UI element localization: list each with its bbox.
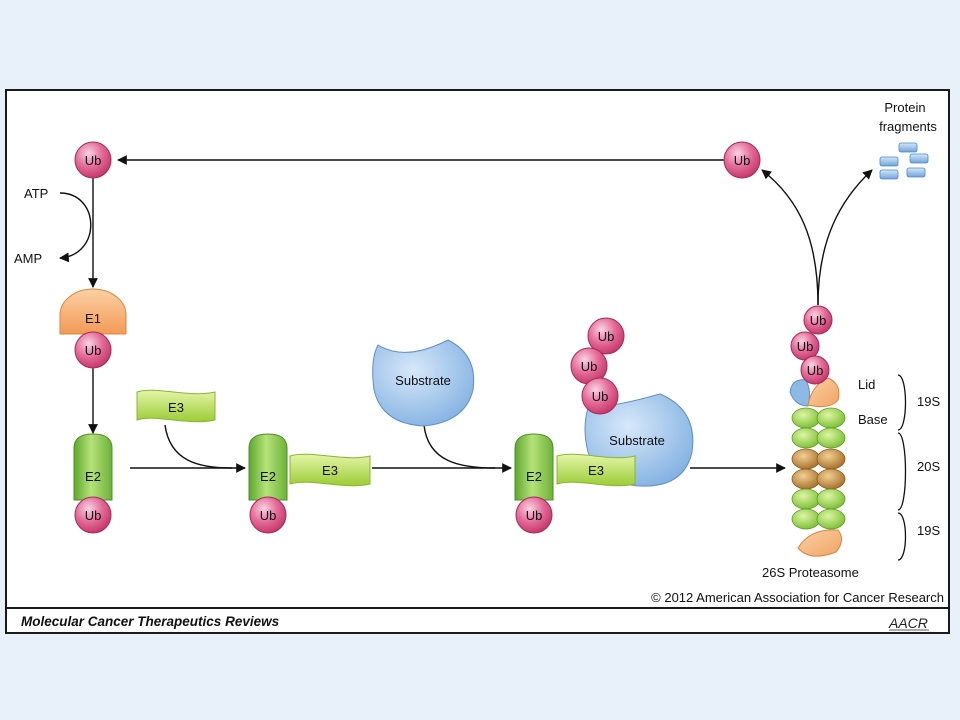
ub-label: Ub xyxy=(260,508,277,523)
ub-label: Ub xyxy=(734,153,751,168)
ubiquitin-spheres: Ub Ub Ub Ub Ub Ub Ub Ub xyxy=(74,141,833,534)
ub-top-right: Ub xyxy=(723,141,761,179)
e2-e3-complex: E2 E3 xyxy=(248,433,371,501)
atp-label: ATP xyxy=(24,186,48,201)
e2-label-2: E2 xyxy=(260,469,276,484)
ub-on-e2-1: Ub xyxy=(74,496,112,534)
ub-chain-substrate-3: Ub xyxy=(581,377,619,415)
e2-enzyme-1: E2 xyxy=(73,433,113,501)
protein-fragments-icon xyxy=(879,142,929,180)
e3-label-3: E3 xyxy=(588,463,604,478)
ub-label: Ub xyxy=(581,359,598,374)
journal-title: Molecular Cancer Therapeutics Reviews xyxy=(21,614,280,629)
substrate-complex: Substrate E2 E3 xyxy=(514,393,694,501)
fragments-label: fragments xyxy=(879,119,937,134)
footer-divider xyxy=(7,607,948,609)
ub-chain-proteasome-3: Ub xyxy=(800,355,830,385)
19s-top-label: 19S xyxy=(917,394,940,409)
proteasome-26s xyxy=(789,377,846,557)
base-label: Base xyxy=(858,412,888,427)
e3-enzyme-free: E3 xyxy=(136,389,216,423)
ub-label: Ub xyxy=(797,339,814,354)
ub-label: Ub xyxy=(85,343,102,358)
ub-label: Ub xyxy=(526,508,543,523)
e3-label-2: E3 xyxy=(322,463,338,478)
e1-label: E1 xyxy=(85,311,101,326)
ub-label: Ub xyxy=(85,508,102,523)
lid-label: Lid xyxy=(858,377,875,392)
ub-chain-proteasome-1: Ub xyxy=(803,305,833,335)
copyright-label: © 2012 American Association for Cancer R… xyxy=(651,590,944,605)
ub-label: Ub xyxy=(598,329,615,344)
arrow-to-ub-released xyxy=(761,169,819,306)
atp-amp-curve xyxy=(59,192,92,263)
substrate-free: Substrate xyxy=(372,339,475,427)
proteasome-cap-top xyxy=(807,377,840,408)
amp-label: AMP xyxy=(14,251,42,266)
aacr-logo-text: AACR xyxy=(888,615,928,631)
figure-frame: Molecular Cancer Therapeutics Reviews AA… xyxy=(5,89,950,634)
proteasome-rings xyxy=(791,407,846,530)
proteasome-lid-blue xyxy=(789,379,811,407)
substrate-label-free: Substrate xyxy=(395,373,451,388)
proteasome-label: 26S Proteasome xyxy=(762,565,859,580)
substrate-join-curve xyxy=(423,424,496,469)
e1-enzyme: E1 xyxy=(59,288,127,335)
aacr-logo: AACR xyxy=(888,615,929,631)
ub-on-e1: Ub xyxy=(74,331,112,369)
substrate-label-bound: Substrate xyxy=(609,433,665,448)
arrows xyxy=(59,155,873,473)
proteasome-cap-bottom xyxy=(797,529,842,557)
e2-label-1: E2 xyxy=(85,469,101,484)
ub-label: Ub xyxy=(810,313,827,328)
20s-label: 20S xyxy=(917,459,940,474)
ub-label: Ub xyxy=(592,389,609,404)
ub-chain-substrate-1: Ub xyxy=(587,317,625,355)
labels: ATP AMP Protein fragments Lid Base 19S 2… xyxy=(14,100,944,605)
ub-label: Ub xyxy=(807,363,824,378)
e3-join-curve xyxy=(164,424,233,469)
ub-top-left: Ub xyxy=(74,141,112,179)
ub-label: Ub xyxy=(85,153,102,168)
ub-on-e2-2: Ub xyxy=(249,496,287,534)
ub-chain-substrate-2: Ub xyxy=(570,347,608,385)
19s-bottom-label: 19S xyxy=(917,523,940,538)
protein-label: Protein xyxy=(884,100,925,115)
e3-label-free: E3 xyxy=(168,400,184,415)
arrow-to-fragments xyxy=(817,169,873,306)
subunit-brackets xyxy=(897,374,907,561)
e2-label-3: E2 xyxy=(526,469,542,484)
ub-on-e2-3: Ub xyxy=(515,496,553,534)
ub-chain-proteasome-2: Ub xyxy=(790,331,820,361)
